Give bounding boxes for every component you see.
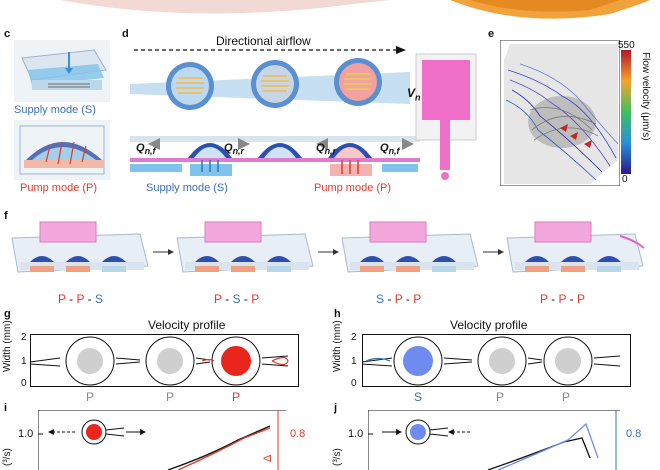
g-mode-1: P <box>86 390 95 404</box>
sequence-devices <box>11 221 645 273</box>
panel-label-h: h <box>334 308 341 320</box>
sequence-3: S - P - P <box>376 292 422 306</box>
supply-mode-caption-c: Supply mode (S) <box>14 104 96 116</box>
g-profile-plot <box>30 334 299 387</box>
q-label-right: Qn,f <box>380 142 400 157</box>
panel-label-d: d <box>122 28 129 40</box>
panel-label-c: c <box>4 28 11 40</box>
vn-label: Vn <box>407 86 421 103</box>
flow-streamline-plot <box>500 40 620 186</box>
g-mode-2: P <box>166 390 175 404</box>
supply-mode-caption-d: Supply mode (S) <box>146 182 228 194</box>
panel-label-j: j <box>334 402 338 414</box>
g-ylabel: Width (mm) <box>2 320 13 372</box>
airflow-arrow <box>134 46 406 54</box>
h-title: Velocity profile <box>450 318 528 332</box>
h-tick-0: 0 <box>351 378 357 389</box>
colorbar-max: 550 <box>618 40 635 51</box>
h-tick-2: 2 <box>351 332 357 343</box>
i-right-tick: 0.8 <box>290 428 306 440</box>
sequence-4: P - P - P <box>540 292 585 306</box>
reservoir-illustration <box>415 53 477 180</box>
panel-label-i: i <box>4 402 8 414</box>
i-ytick: 1.0 <box>18 428 34 440</box>
h-mode-3: P <box>562 390 571 404</box>
i-plot <box>38 410 286 470</box>
top-strip-art <box>60 0 650 19</box>
i-right-label: Δ <box>262 454 274 462</box>
pump-mode-illustration <box>14 120 110 180</box>
panel-label-e: e <box>488 28 495 40</box>
h-ylabel: Width (mm) <box>332 320 343 372</box>
directional-airflow-label: Directional airflow <box>216 34 311 48</box>
h-profile-plot <box>362 334 631 387</box>
i-ylabel: (³/s) <box>2 448 13 466</box>
j-right-tick: 0.8 <box>626 428 642 440</box>
j-ylabel: (³/s) <box>332 448 343 466</box>
colorbar-title: Flow velocity (μm/s) <box>640 52 651 141</box>
g-tick-2: 2 <box>21 332 27 343</box>
h-mode-1: S <box>414 390 423 404</box>
q-label-mid1: Qn,r <box>224 142 245 157</box>
pump-mode-caption-c: Pump mode (P) <box>20 182 98 194</box>
g-tick-1: 1 <box>21 356 27 367</box>
g-mode-3: P <box>232 390 241 404</box>
q-label-mid2: Qn,r <box>316 142 337 157</box>
h-tick-1: 1 <box>351 356 357 367</box>
j-ytick: 1.0 <box>348 428 364 440</box>
pump-mode-caption-d: Pump mode (P) <box>314 182 392 194</box>
panel-label-f: f <box>4 210 8 222</box>
chamber-schematic <box>130 58 420 176</box>
sequence-2: P - S - P <box>214 292 260 306</box>
g-tick-0: 0 <box>21 378 27 389</box>
colorbar-min: 0 <box>622 174 628 185</box>
velocity-colorbar <box>621 50 631 174</box>
q-label-left: Qn,f <box>136 142 156 157</box>
supply-mode-illustration <box>14 40 110 102</box>
panel-label-g: g <box>4 308 11 320</box>
j-plot <box>368 410 620 470</box>
h-mode-2: P <box>496 390 505 404</box>
sequence-1: P - P - S <box>58 292 103 306</box>
g-title: Velocity profile <box>148 318 226 332</box>
